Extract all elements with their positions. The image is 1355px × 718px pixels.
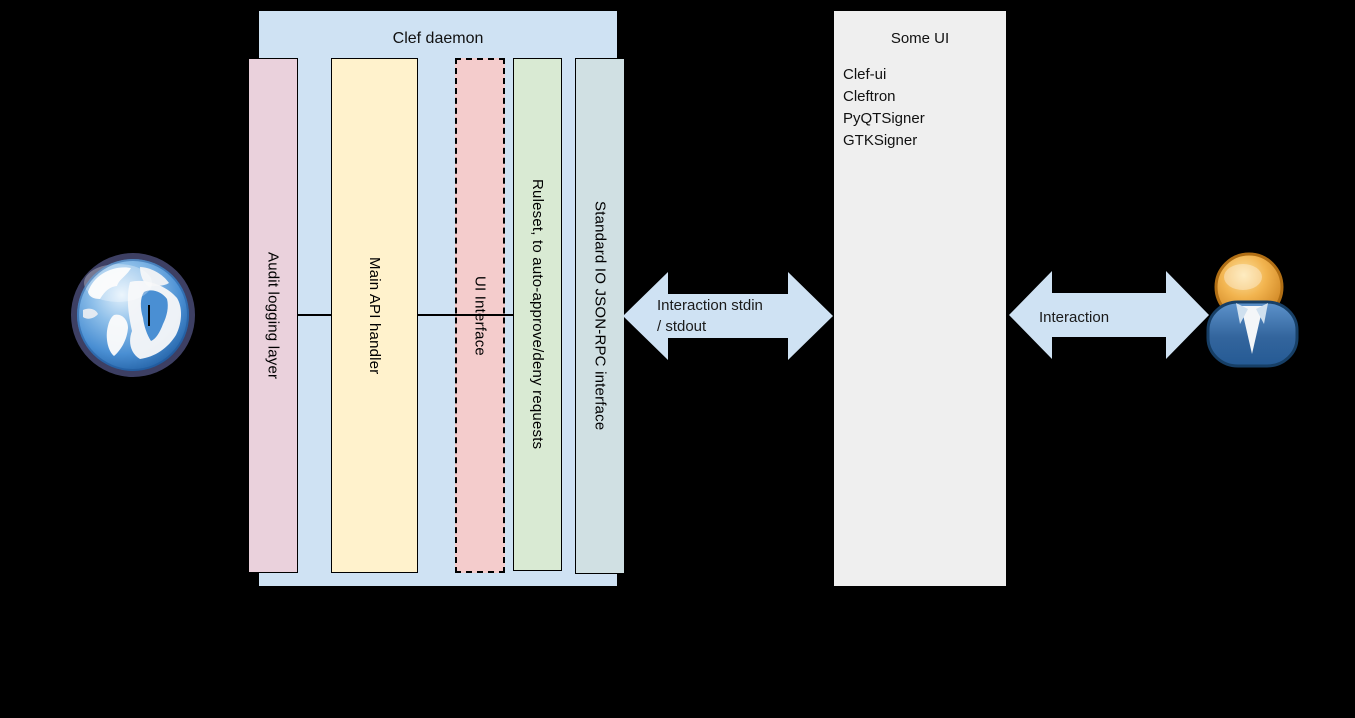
layer-audit-logging-label: Audit logging layer bbox=[264, 251, 282, 380]
some-ui-title: Some UI bbox=[890, 30, 950, 47]
layer-main-api-handler: Main API handler bbox=[331, 58, 418, 573]
layer-stdio-jsonrpc: Standard IO JSON-RPC interface bbox=[575, 58, 625, 574]
layer-stdio-jsonrpc-label: Standard IO JSON-RPC interface bbox=[591, 201, 609, 431]
some-ui-box: Some UI Clef-ui Cleftron PyQTSigner GTKS… bbox=[833, 10, 1007, 587]
layer-main-api-handler-label: Main API handler bbox=[366, 256, 383, 375]
connector-audit-to-api bbox=[298, 314, 331, 316]
clef-daemon-box: Clef daemon bbox=[258, 10, 618, 587]
some-ui-item-clef-ui: Clef-ui bbox=[843, 66, 887, 83]
user-icon bbox=[1206, 252, 1299, 368]
globe-icon bbox=[71, 253, 195, 377]
some-ui-list: Clef-ui Cleftron PyQTSigner GTKSigner bbox=[834, 64, 1006, 152]
stdin-stdout-arrow bbox=[623, 272, 833, 360]
interaction-arrow-label: Interaction bbox=[1039, 307, 1109, 328]
layer-ruleset-label: Ruleset, to auto-approve/deny requests bbox=[529, 179, 546, 450]
globe-cursor-mark bbox=[148, 305, 150, 326]
interaction-arrow-label-line1: Interaction bbox=[1039, 309, 1110, 326]
stdin-stdout-arrow-label-line2: / stdout bbox=[657, 318, 707, 335]
some-ui-item-gtksigner: GTKSigner bbox=[843, 132, 918, 149]
some-ui-item-pyqtsigner: PyQTSigner bbox=[843, 110, 925, 127]
some-ui-item-cleftron: Cleftron bbox=[843, 88, 896, 105]
interaction-arrow bbox=[1009, 271, 1209, 359]
stdin-stdout-arrow-label: Interaction stdin / stdout bbox=[657, 295, 763, 337]
layer-ruleset: Ruleset, to auto-approve/deny requests bbox=[513, 58, 562, 571]
stdin-stdout-arrow-label-line1: Interaction stdin bbox=[657, 297, 763, 314]
clef-daemon-title: Clef daemon bbox=[392, 30, 484, 47]
connector-api-to-ruleset bbox=[418, 314, 514, 316]
layer-audit-logging: Audit logging layer bbox=[248, 58, 298, 573]
